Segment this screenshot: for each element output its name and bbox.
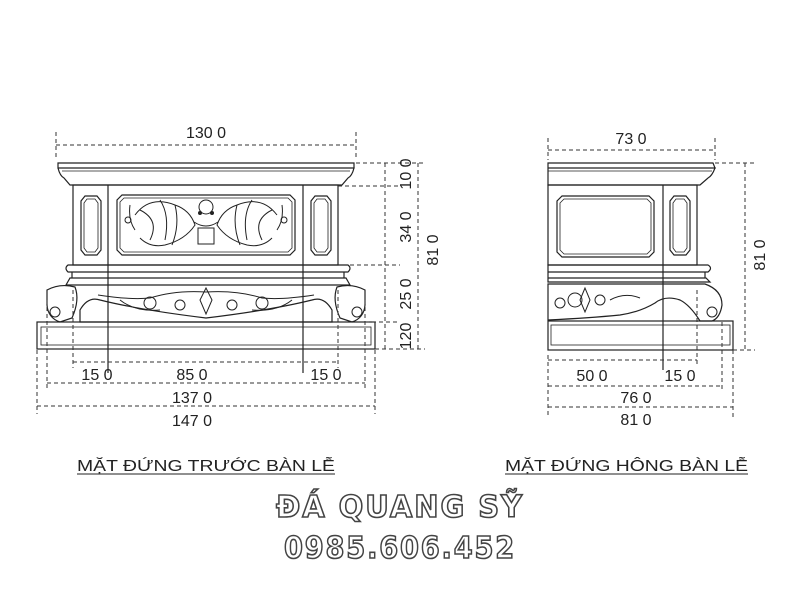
side-base-inner <box>550 324 731 346</box>
dim-top-width: 130 0 <box>186 125 226 142</box>
front-panel-left-inner <box>83 198 99 253</box>
front-extension-lines <box>36 132 376 414</box>
side-body <box>547 184 698 266</box>
side-dim-total-height: 81 0 <box>752 239 769 270</box>
side-dim-apron-width: 76 0 <box>620 390 651 407</box>
side-view-title: MẶT ĐỨNG HÔNG BÀN LỄ <box>505 456 748 475</box>
side-panel-small <box>669 195 691 256</box>
front-height-extension-lines <box>338 162 425 350</box>
side-base <box>547 320 734 351</box>
front-panel-right-inner <box>313 198 329 253</box>
side-dimensions: 73 0 81 0 50 0 15 0 76 0 81 0 <box>576 131 769 429</box>
dim-base-height: 120 <box>398 323 415 350</box>
front-view-title: MẶT ĐỨNG TRƯỚC BÀN LỄ <box>77 456 335 475</box>
brand-name: ĐÁ QUANG SỸ <box>276 488 524 525</box>
side-extension-lines <box>547 138 734 418</box>
side-panel-large <box>556 195 655 258</box>
dim-body-height: 34 0 <box>398 211 415 242</box>
dragon-carving-panel <box>116 194 296 256</box>
front-body <box>72 184 339 266</box>
side-dim-top-width: 73 0 <box>615 131 646 148</box>
side-panel-large-inner <box>559 198 652 255</box>
dim-center: 85 0 <box>176 367 207 384</box>
front-top-slab <box>57 162 355 186</box>
front-dimensions: 130 0 10 0 34 0 25 0 120 81 0 15 0 85 0 … <box>81 125 442 430</box>
dim-base-width: 147 0 <box>172 413 212 430</box>
side-dim-leg: 15 0 <box>664 368 695 385</box>
front-panel-left <box>80 195 102 256</box>
side-top-slab <box>547 162 716 186</box>
side-elevation <box>547 138 755 418</box>
side-dim-panel: 50 0 <box>576 368 607 385</box>
dim-apron-width: 137 0 <box>172 390 212 407</box>
dim-top-height: 10 0 <box>398 158 415 189</box>
front-panel-right <box>310 195 332 256</box>
brand-phone: 0985.606.452 <box>284 531 516 566</box>
front-base <box>36 321 376 350</box>
side-dim-base-width: 81 0 <box>620 412 651 429</box>
front-molding <box>64 264 352 286</box>
front-base-inner <box>40 326 372 346</box>
side-molding <box>547 264 712 283</box>
side-height-extension-lines <box>715 162 755 351</box>
front-apron-carving <box>46 284 366 323</box>
dim-apron-height: 25 0 <box>398 278 415 309</box>
dim-right-leg: 15 0 <box>310 367 341 384</box>
side-apron-carving <box>547 283 723 322</box>
dim-total-height: 81 0 <box>425 234 442 265</box>
dim-left-leg: 15 0 <box>81 367 112 384</box>
front-elevation <box>36 132 425 414</box>
side-panel-small-inner <box>672 198 688 253</box>
